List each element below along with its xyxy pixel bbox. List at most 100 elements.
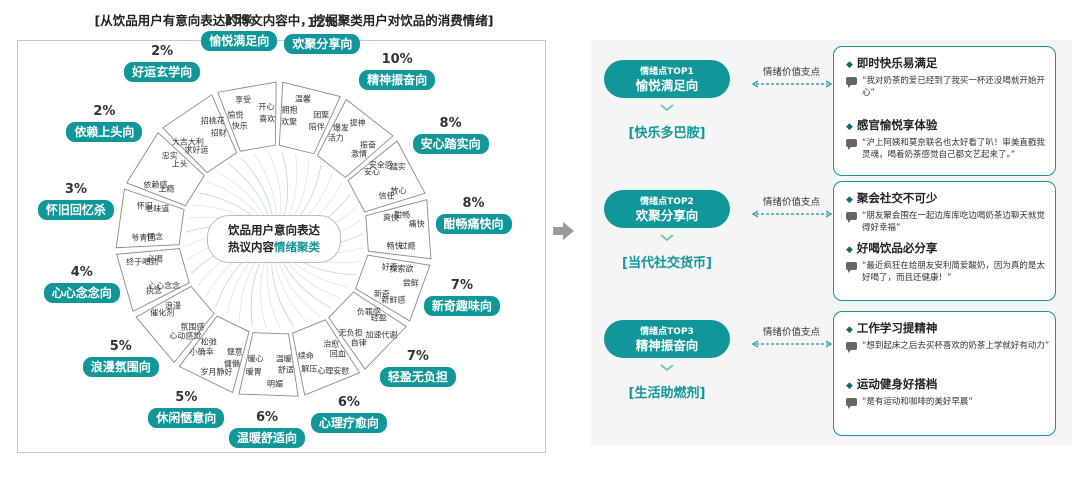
segment-tag: 酣畅痛快向: [435, 214, 512, 235]
emotion-category: [快乐多巴胺]: [628, 126, 706, 141]
segment-keyword: 舒适: [277, 365, 294, 375]
segment-keyword: 轻盈: [370, 313, 387, 323]
chevron-down-icon: [660, 104, 674, 112]
segment-keyword: 催化剂: [150, 308, 175, 318]
segment-keyword: 小确幸: [189, 347, 214, 357]
diamond-icon: ◆: [846, 325, 853, 335]
segment-keyword: 无负担: [338, 328, 363, 338]
insight-card: ◆聚会社交不可少“朋友聚会围在一起边库库吃边喝奶茶边聊天就觉得好幸福”◆好喝饮品…: [833, 181, 1056, 301]
insight-point-title: ◆工作学习提精神: [846, 321, 938, 335]
segment-keyword: 安心: [363, 167, 380, 177]
segment-keyword: 团聚: [313, 110, 330, 120]
wheel-segment: [126, 131, 205, 207]
rank-label: 情绪点TOP1: [640, 67, 694, 77]
segment-percent: 5%: [175, 389, 198, 405]
segment-tag: 心心念念向: [43, 283, 120, 304]
segment-keyword: 上头: [171, 159, 188, 169]
segment-tag: 愉悦满足向: [201, 31, 278, 52]
chat-bubble-icon: [846, 342, 857, 353]
double-arrow-icon: [752, 340, 832, 348]
segment-percent: 6%: [337, 395, 360, 411]
diamond-icon: ◆: [846, 381, 853, 391]
segment-percent: 12%: [306, 15, 338, 31]
rank-name: 愉悦满足向: [635, 78, 699, 93]
segment-percent: 4%: [70, 265, 93, 281]
rank-name: 精神振奋向: [635, 338, 699, 353]
segment-percent: 2%: [93, 104, 116, 120]
segment-keyword: 怀念: [146, 232, 163, 242]
segment-tag: 温暖舒适向: [229, 427, 306, 448]
segment-keyword: 忠实: [161, 151, 178, 161]
segment-keyword: 心理安慰: [317, 366, 350, 376]
segment-percent: 7%: [450, 278, 473, 294]
segment-tag: 休闲惬意向: [148, 407, 225, 428]
segment-keyword: 愉悦: [227, 110, 244, 120]
wheel-segment: [116, 248, 190, 312]
segment-keyword: 开心: [258, 102, 275, 112]
segment-keyword: 陪伴: [308, 122, 325, 132]
rank-name: 欢聚分享向: [635, 208, 699, 223]
segment-percent: 7%: [406, 348, 429, 364]
segment-keyword: 振奋: [360, 140, 377, 150]
chat-bubble-icon: [846, 398, 857, 409]
value-pivot-label: 情绪价值支点: [763, 327, 821, 338]
segment-keyword: 松弛: [200, 337, 217, 347]
segment-keyword: 拥抱: [281, 105, 298, 115]
segment-keyword: 招桃花: [200, 116, 225, 126]
segment-keyword: 新奇: [373, 289, 390, 299]
segment-keyword: 老味道: [145, 204, 170, 214]
user-quote: “想到起床之后去买杯喜欢的奶茶上学就好有动力”: [846, 340, 1052, 353]
wheel-segment: [178, 315, 250, 394]
wheel-segment: [347, 140, 426, 213]
diamond-icon: ◆: [846, 195, 853, 205]
wheel-segment: [355, 254, 431, 322]
segment-tag: 轻盈无负担: [379, 366, 456, 387]
insight-point-title: ◆聚会社交不可少: [846, 191, 938, 205]
chat-bubble-icon: [846, 262, 857, 273]
segment-keyword: 氛围感: [180, 322, 205, 332]
segment-keyword: 踏实: [389, 162, 406, 172]
diamond-icon: ◆: [846, 60, 853, 70]
center-line-2-highlight: 情绪聚类: [274, 240, 320, 254]
segment-tag: 依赖上头向: [66, 122, 143, 143]
segment-percent: 2%: [151, 44, 174, 60]
segment-tag: 新奇趣味向: [423, 296, 500, 317]
user-quote: “是有运动和咖啡的美好早晨”: [846, 396, 1052, 409]
chat-bubble-icon: [846, 139, 857, 150]
segment-keyword: 活力: [327, 133, 344, 143]
page-title: [从饮品用户有意向表达的博文内容中，挖掘聚类用户对饮品的消费情绪]: [94, 13, 494, 28]
wheel-segment: [238, 332, 299, 397]
segment-keyword: 爽快: [382, 213, 399, 223]
wheel-segment: [365, 199, 432, 260]
segment-keyword: 回血: [329, 349, 346, 359]
segment-keyword: 负罪感: [356, 307, 381, 317]
segment-keyword: 喜欢: [259, 114, 276, 124]
segment-keyword: 依赖感: [143, 180, 168, 190]
segment-keyword: 享受: [235, 95, 252, 105]
wheel-segment: [135, 285, 215, 364]
segment-keyword: 信任: [378, 191, 395, 201]
segment-keyword: 加速代谢: [365, 330, 398, 340]
segment-percent: 8%: [462, 196, 485, 212]
segment-keyword: 解压: [301, 364, 318, 374]
segment-tag: 心理疗愈向: [310, 413, 387, 434]
segment-tag: 安心踏实向: [412, 134, 489, 155]
segment-percent: 6%: [255, 409, 279, 425]
wheel-segment: [217, 81, 277, 152]
segment-keyword: 求好运: [184, 145, 209, 155]
right-arrow-icon: [553, 222, 574, 240]
segment-keyword: 执念: [145, 286, 162, 296]
chevron-down-icon: [660, 234, 674, 242]
segment-percent: 3%: [64, 182, 87, 198]
segment-keyword: 慵懒: [223, 359, 240, 369]
center-line-2-prefix: 热议内容: [228, 240, 274, 254]
segment-keyword: 温暖: [275, 354, 292, 364]
segment-keyword: 终于喝到: [126, 257, 159, 267]
segment-keyword: 心心念念: [148, 281, 181, 291]
segment-percent: 5%: [109, 338, 132, 354]
wheel-center-label: 饮品用户意向表达 热议内容情绪聚类: [207, 215, 341, 263]
chat-bubble-icon: [846, 77, 857, 88]
wheel-segment: [278, 81, 341, 155]
